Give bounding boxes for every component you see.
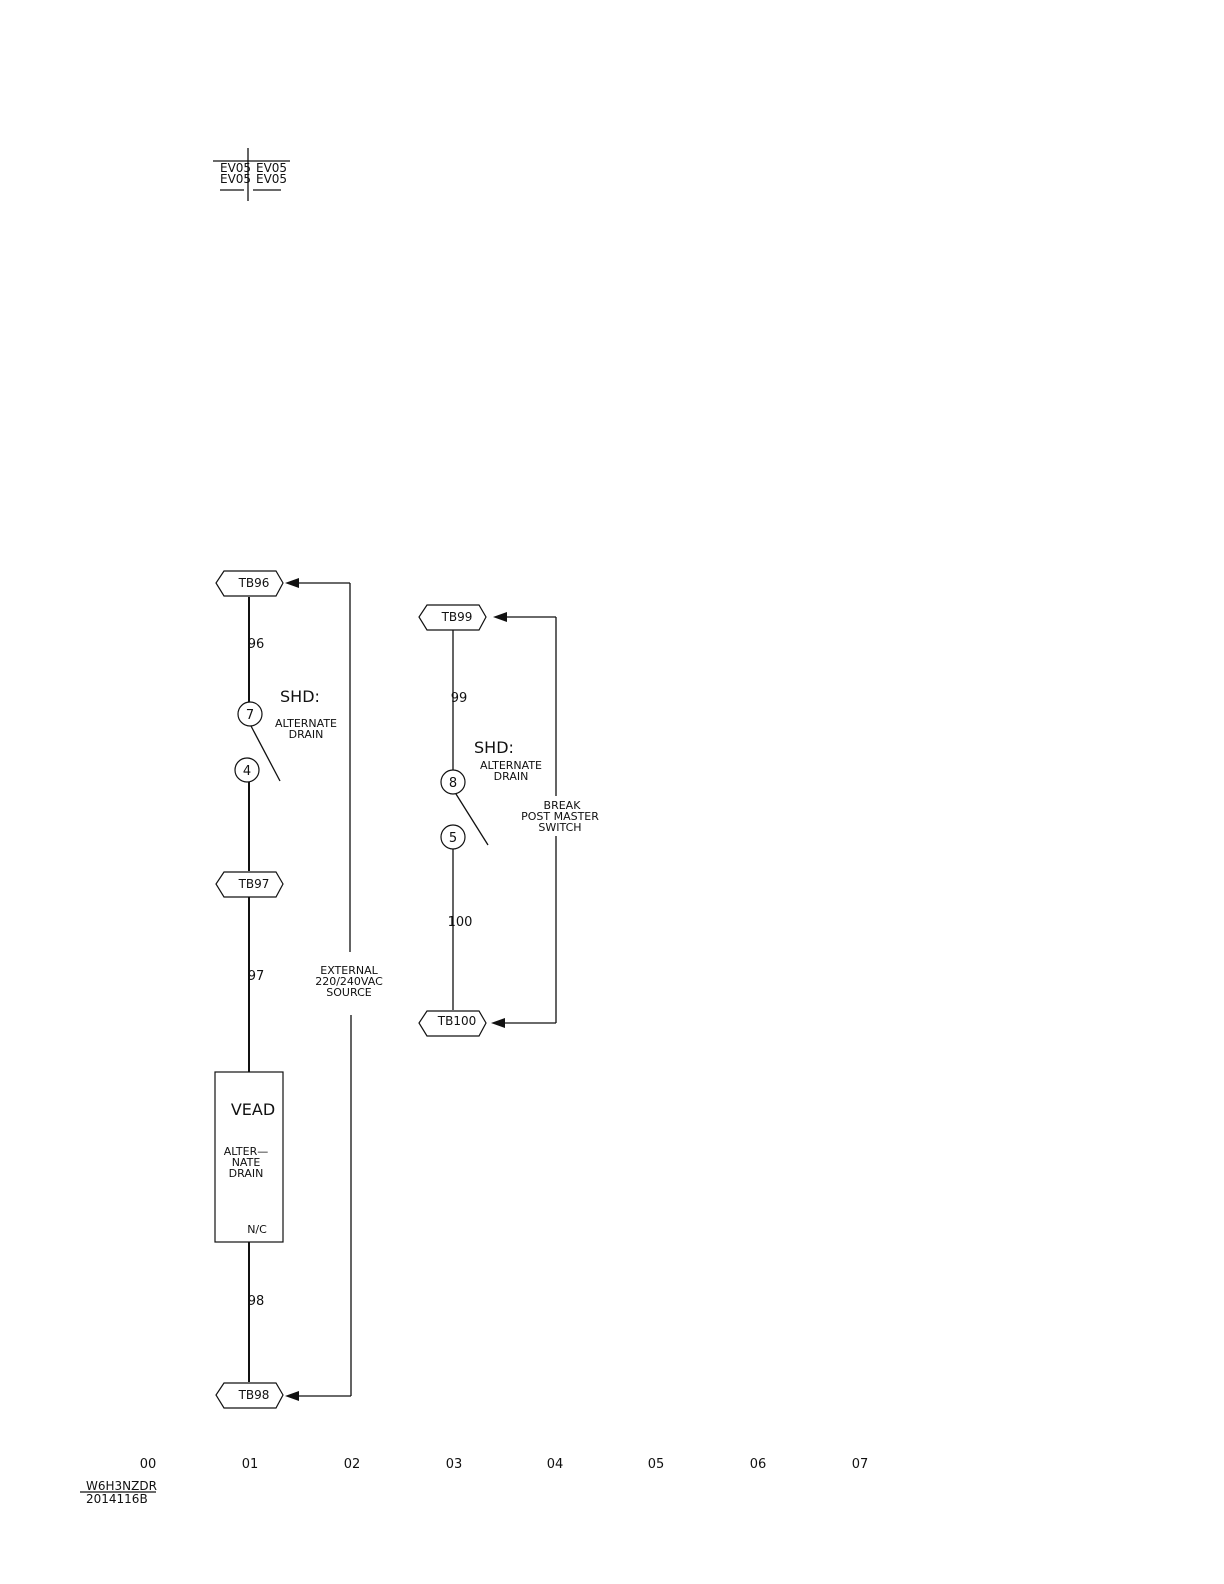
drawing-code: W6H3NZDR: [86, 1479, 157, 1493]
column-number-03: 03: [446, 1457, 463, 1472]
terminal-tb98[interactable]: TB98: [216, 1383, 283, 1408]
terminal-tb100-label: TB100: [437, 1014, 476, 1028]
terminal-tb96-label: TB96: [238, 576, 270, 590]
switch-node-7-label: 7: [246, 708, 254, 723]
terminal-tb96[interactable]: TB96: [216, 571, 283, 596]
column-reference-numbers: 00 01 02 03 04 05 06 07: [140, 1457, 869, 1472]
switch-left-label-line2: DRAIN: [289, 728, 324, 741]
drawing-id-block: W6H3NZDR 2014116B: [80, 1479, 157, 1506]
column-number-07: 07: [852, 1457, 869, 1472]
revision-stamp-bottom-left: EV05: [220, 172, 251, 186]
external-source-line3: SOURCE: [326, 986, 371, 999]
switch-right-prefix: SHD:: [474, 738, 514, 757]
left-circuit: TB96 TB97 TB98 96 97 98 7 4 SHD: ALTERNA…: [215, 571, 383, 1408]
terminal-tb97[interactable]: TB97: [216, 872, 283, 897]
terminal-tb100[interactable]: TB100: [419, 1011, 486, 1036]
switch-node-5: 5: [441, 825, 465, 849]
arrow-to-tb99: [493, 612, 507, 622]
arrow-to-tb96: [285, 578, 299, 588]
column-number-00: 00: [140, 1457, 157, 1472]
switch-node-8: 8: [441, 770, 465, 794]
terminal-tb98-label: TB98: [238, 1388, 270, 1402]
vead-alternate-drain-box[interactable]: VEAD ALTER— NATE DRAIN N/C: [215, 1072, 283, 1242]
column-number-06: 06: [750, 1457, 767, 1472]
terminal-tb99-label: TB99: [441, 610, 473, 624]
column-number-02: 02: [344, 1457, 361, 1472]
terminal-tb97-label: TB97: [238, 877, 270, 891]
switch-node-4: 4: [235, 758, 259, 782]
wire-number-99: 99: [451, 691, 468, 706]
switch-left-prefix: SHD:: [280, 687, 320, 706]
vead-contact-type: N/C: [247, 1223, 267, 1236]
column-number-01: 01: [242, 1457, 259, 1472]
vead-label-line3: DRAIN: [229, 1167, 264, 1180]
column-number-05: 05: [648, 1457, 665, 1472]
wire-number-100: 100: [448, 915, 473, 930]
wire-number-97: 97: [248, 969, 265, 984]
switch-node-5-label: 5: [449, 831, 457, 846]
revision-stamp-bottom-right: EV05: [256, 172, 287, 186]
arrow-to-tb98: [285, 1391, 299, 1401]
switch-node-7: 7: [238, 702, 262, 726]
revision-stamp: EV05 EV05 EV05 EV05: [213, 148, 290, 201]
switch-node-4-label: 4: [243, 764, 251, 779]
switch-node-8-label: 8: [449, 776, 457, 791]
arrow-to-tb100: [491, 1018, 505, 1028]
column-number-04: 04: [547, 1457, 564, 1472]
wire-number-96: 96: [248, 637, 265, 652]
drawing-number: 2014116B: [86, 1492, 148, 1506]
switch-right-label-line2: DRAIN: [494, 770, 529, 783]
vead-title: VEAD: [231, 1100, 275, 1119]
terminal-tb99[interactable]: TB99: [419, 605, 486, 630]
right-circuit: TB99 TB100 99 100 8 5 SHD: ALTERNATE DRA…: [419, 605, 599, 1036]
break-note-line3: SWITCH: [538, 821, 581, 834]
wire-number-98: 98: [248, 1294, 265, 1309]
